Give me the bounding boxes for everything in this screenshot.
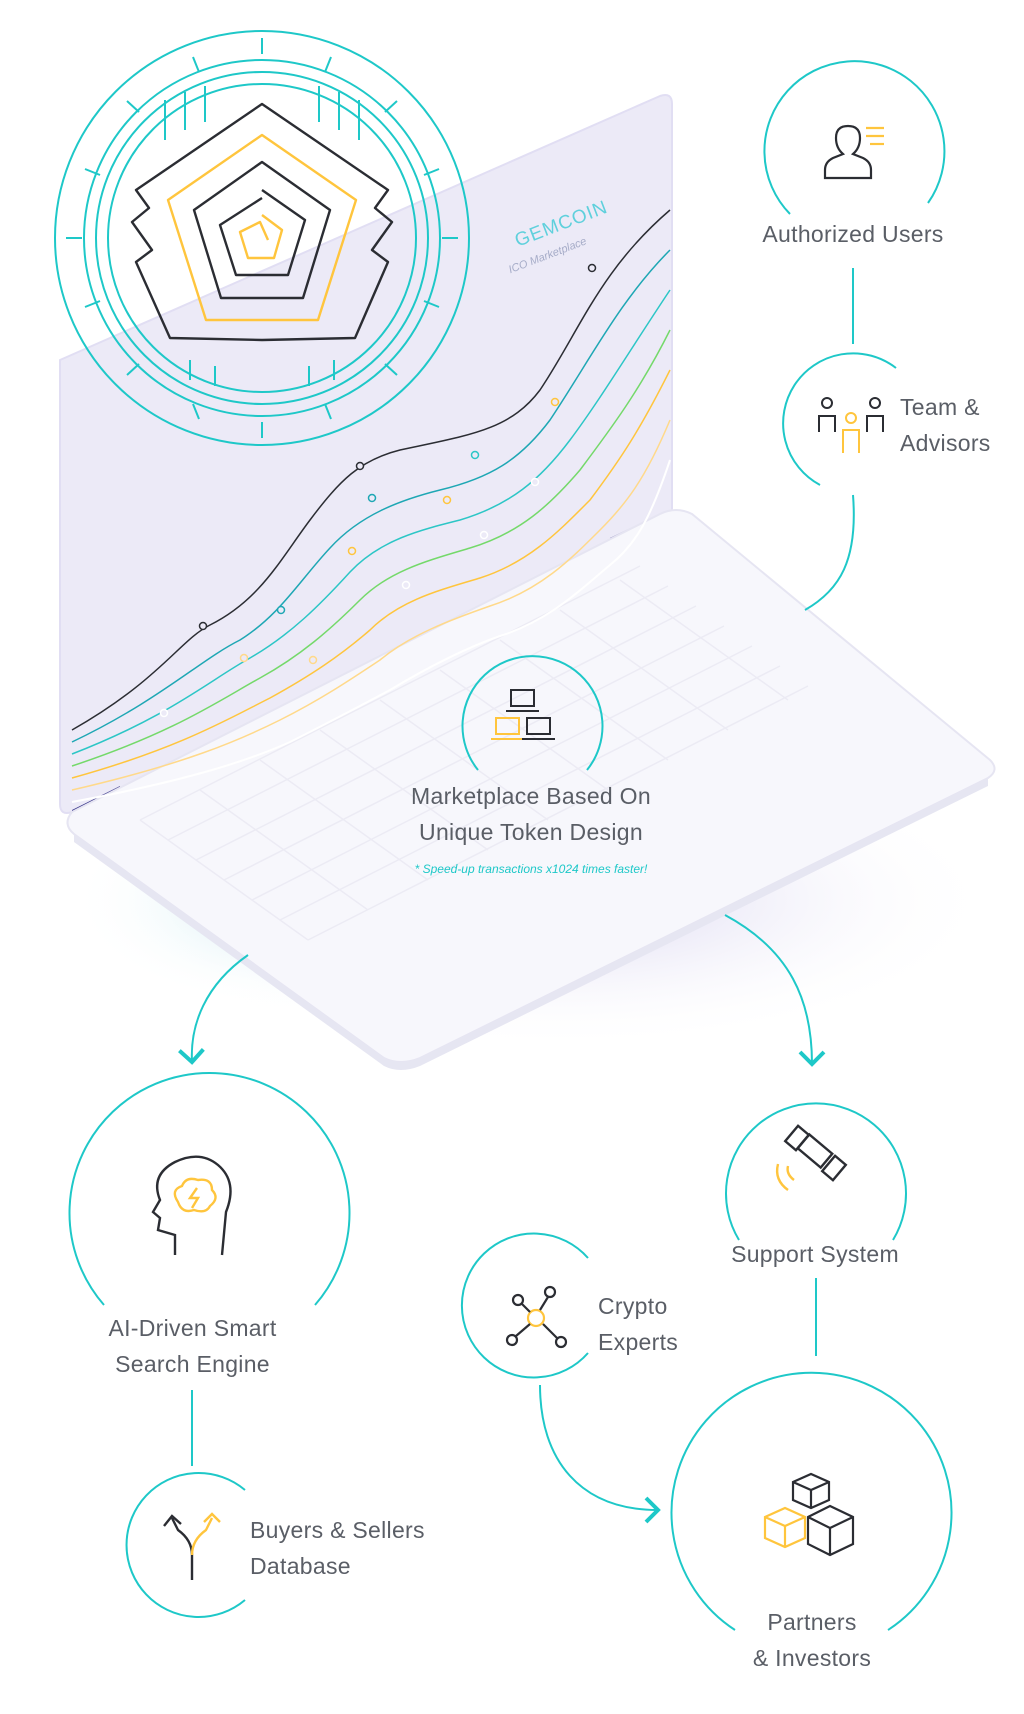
node-label-line1: Crypto — [598, 1293, 668, 1319]
node-label: Authorized Users — [762, 221, 944, 247]
node-ring-buyers-sellers — [125, 1472, 246, 1618]
node-ring-authorized-users — [763, 60, 946, 215]
team-icon — [818, 397, 884, 453]
user-list-icon — [823, 124, 884, 180]
screen-chart — [71, 209, 671, 803]
node-label-line1: Team & — [900, 394, 980, 420]
node-ring-support — [725, 1102, 907, 1241]
node-label-line2: Search Engine — [115, 1351, 270, 1377]
node-crypto-experts: Crypto Experts — [598, 1288, 678, 1360]
gemcoin-emblem — [54, 30, 470, 446]
node-support: Support System — [710, 1236, 920, 1272]
node-label-line1: Partners — [767, 1609, 857, 1635]
node-label-line1: Buyers & Sellers — [250, 1517, 425, 1543]
node-ring-partners — [670, 1371, 953, 1631]
fork-arrows-icon — [163, 1512, 221, 1580]
node-label-line1: Marketplace Based On — [411, 783, 651, 809]
node-label-line2: Advisors — [900, 430, 991, 456]
node-ring-ai-search — [68, 1072, 351, 1306]
cubes-icon — [763, 1472, 855, 1557]
node-label-line2: Experts — [598, 1329, 679, 1355]
node-ring-marketplace — [461, 655, 604, 771]
node-label: Support System — [731, 1241, 899, 1267]
node-label-line2: & Investors — [752, 1645, 872, 1671]
node-team-advisors: Team & Advisors — [900, 389, 991, 461]
node-ring-team-advisors — [782, 352, 897, 486]
node-ai-search: AI-Driven Smart Search Engine — [70, 1310, 315, 1382]
connectors — [178, 268, 855, 1524]
network-icon — [505, 1285, 568, 1349]
node-authorized-users: Authorized Users — [738, 216, 968, 252]
node-label-line2: Database — [250, 1553, 351, 1579]
node-buyers-sellers: Buyers & Sellers Database — [250, 1512, 425, 1584]
node-partners: Partners & Investors — [712, 1604, 912, 1676]
laptops-icon — [491, 689, 555, 740]
node-marketplace: Marketplace Based On Unique Token Design — [376, 778, 686, 850]
marketplace-note: * Speed-up transactions x1024 times fast… — [414, 862, 648, 876]
node-label-line2: Unique Token Design — [419, 819, 643, 845]
node-label-line1: AI-Driven Smart — [108, 1315, 277, 1341]
brain-head-icon — [151, 1155, 232, 1256]
satellite-icon — [775, 1124, 848, 1191]
node-ring-crypto-experts — [460, 1232, 589, 1379]
